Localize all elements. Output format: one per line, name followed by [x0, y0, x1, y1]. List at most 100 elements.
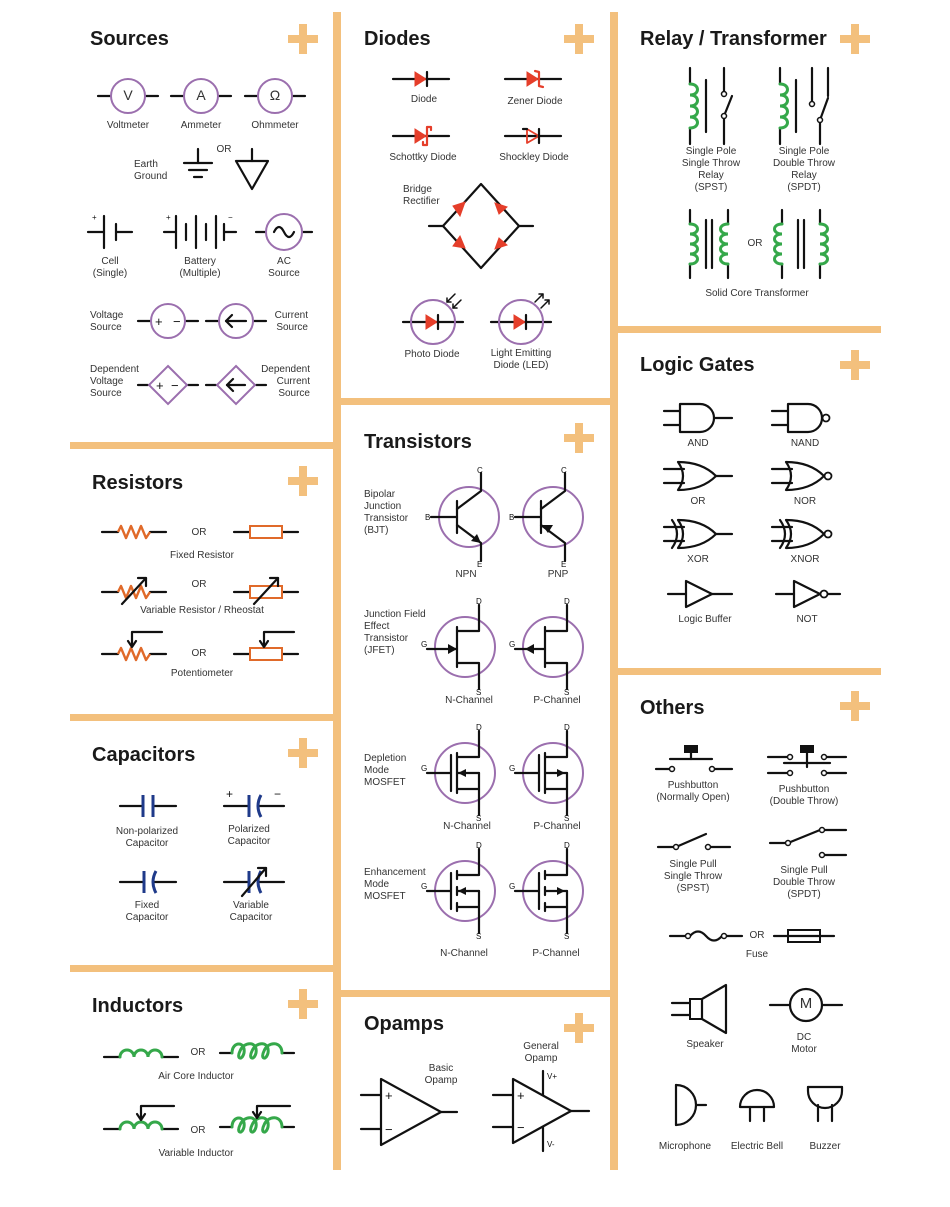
or-gate-label: OR — [690, 496, 706, 507]
inductors-panel: Inductors OR Air Core Inductor OR Variab… — [68, 975, 333, 1170]
jfet-p-d-pin: D — [564, 597, 570, 606]
enhancement-p-channel-label: P-Channel — [532, 948, 580, 959]
variable-inductor-or: OR — [190, 1125, 206, 1136]
expand-plus-icon[interactable] — [840, 691, 870, 721]
spdt-switch-label: Single Pull Double Throw (SPDT) — [772, 865, 836, 900]
npn-e-pin: E — [477, 560, 482, 569]
divider-v-right — [610, 12, 618, 1170]
svg-text:+: + — [166, 213, 171, 222]
dependent-voltage-source-label: Dependent Voltage Source — [90, 364, 139, 399]
enhancement-n-channel-symbol: D G S — [421, 841, 496, 941]
zener-diode-label: Zener Diode — [507, 96, 563, 107]
photo-diode-symbol — [401, 293, 465, 345]
enhancement-p-g-pin: G — [509, 882, 515, 891]
ohmmeter-letter: Ω — [269, 87, 281, 103]
svg-text:+: + — [155, 314, 163, 329]
depletion-p-d-pin: D — [564, 723, 570, 732]
polarized-capacitor-symbol: +− — [222, 787, 286, 818]
air-core-inductor-label: Air Core Inductor — [158, 1071, 234, 1082]
fixed-capacitor-label: Fixed Capacitor — [125, 900, 169, 923]
dependent-current-source-symbol — [204, 364, 268, 406]
ground-or: OR — [216, 144, 232, 155]
spdt-switch-symbol — [768, 826, 848, 859]
buzzer-label: Buzzer — [809, 1141, 841, 1152]
expand-plus-icon[interactable] — [288, 24, 318, 54]
logic-buffer-symbol — [666, 579, 734, 609]
fixed-resistor-zigzag-symbol — [100, 524, 168, 540]
enhancement-n-s-pin: S — [476, 932, 481, 941]
enhancement-p-d-pin: D — [564, 841, 570, 850]
fuse-curve-symbol — [668, 930, 744, 942]
capacitors-title: Capacitors — [92, 744, 196, 766]
fixed-resistor-or: OR — [191, 527, 207, 538]
cell-label: Cell (Single) — [92, 256, 128, 279]
and-gate-label: AND — [687, 438, 709, 449]
divider-h-logic — [618, 668, 881, 675]
npn-symbol: C B E — [425, 466, 500, 569]
variable-resistor-label: Variable Resistor / Rheostat — [140, 605, 264, 616]
schottky-diode-label: Schottky Diode — [389, 152, 457, 163]
potentiometer-zigzag-symbol — [100, 630, 168, 662]
expand-plus-icon[interactable] — [564, 24, 594, 54]
pnp-e-pin: E — [561, 560, 566, 569]
variable-inductor-looped-symbol — [218, 1104, 296, 1134]
expand-plus-icon[interactable] — [564, 1013, 594, 1043]
resistors-title: Resistors — [92, 472, 184, 494]
expand-plus-icon[interactable] — [840, 24, 870, 54]
svg-text:+: + — [156, 378, 164, 393]
microphone-label: Microphone — [658, 1141, 712, 1152]
speaker-symbol — [670, 983, 728, 1035]
ohmmeter-symbol — [243, 78, 307, 114]
photo-diode-label: Photo Diode — [404, 349, 460, 360]
jfet-p-channel-label: P-Channel — [533, 695, 581, 706]
jfet-n-channel-label: N-Channel — [445, 695, 493, 706]
dependent-voltage-source-symbol: +− — [136, 364, 200, 406]
depletion-n-channel-label: N-Channel — [443, 821, 491, 832]
expand-plus-icon[interactable] — [288, 738, 318, 768]
polarized-capacitor-label: Polarized Capacitor — [227, 824, 271, 847]
depletion-n-g-pin: G — [421, 764, 427, 773]
basic-opamp-plus: + — [385, 1088, 393, 1103]
dc-motor-symbol — [768, 987, 844, 1023]
nor-gate-label: NOR — [793, 496, 817, 507]
variable-resistor-or: OR — [191, 579, 207, 590]
xor-gate-symbol — [662, 518, 734, 550]
and-gate-symbol — [662, 402, 734, 434]
battery-label: Battery (Multiple) — [179, 256, 221, 279]
expand-plus-icon[interactable] — [840, 350, 870, 380]
dependent-current-source-label: Dependent Current Source — [261, 364, 310, 399]
transistors-title: Transistors — [364, 431, 472, 453]
potentiometer-box-symbol — [232, 630, 300, 661]
logic-panel: Logic Gates AND NAND OR NOR XOR — [618, 336, 883, 668]
relay-title: Relay / Transformer — [640, 28, 827, 50]
jfet-p-channel-symbol: D G S — [509, 597, 584, 697]
opamps-panel: Opamps Basic Opamp + − General Opamp + −… — [341, 999, 610, 1170]
fixed-resistor-box-symbol — [232, 525, 300, 539]
general-opamp-minus: − — [517, 1120, 525, 1135]
general-opamp-vminus: V- — [547, 1140, 555, 1149]
opamps-title: Opamps — [364, 1013, 445, 1035]
variable-resistor-box-symbol — [232, 576, 300, 606]
pnp-b-pin: B — [509, 513, 514, 522]
buzzer-symbol — [806, 1085, 844, 1123]
voltmeter-label: Voltmeter — [106, 120, 150, 131]
spst-switch-label: Single Pull Single Throw (SPST) — [663, 859, 723, 894]
diodes-panel: Diodes Diode Zener Diode Schottky Diode … — [341, 12, 610, 398]
svg-text:+: + — [226, 787, 233, 801]
ac-source-label: AC Source — [268, 256, 300, 279]
expand-plus-icon[interactable] — [288, 989, 318, 1019]
svg-text:−: − — [274, 787, 281, 801]
expand-plus-icon[interactable] — [288, 466, 318, 496]
xnor-gate-symbol — [770, 518, 833, 550]
resistors-panel: Resistors OR Fixed Resistor OR Variable … — [68, 452, 333, 714]
spst-relay-symbol — [688, 66, 734, 146]
dc-motor-letter: M — [799, 995, 813, 1012]
general-opamp-symbol: + − V+ V- — [491, 1069, 591, 1153]
divider-h-resistors — [70, 714, 333, 721]
electric-bell-label: Electric Bell — [730, 1141, 784, 1152]
svg-text:+: + — [92, 213, 97, 222]
spdt-relay-label: Single Pole Double Throw Relay (SPDT) — [772, 146, 836, 193]
ohmmeter-label: Ohmmeter — [251, 120, 299, 131]
nonpolarized-capacitor-label: Non-polarized Capacitor — [115, 826, 179, 849]
expand-plus-icon[interactable] — [564, 423, 594, 453]
